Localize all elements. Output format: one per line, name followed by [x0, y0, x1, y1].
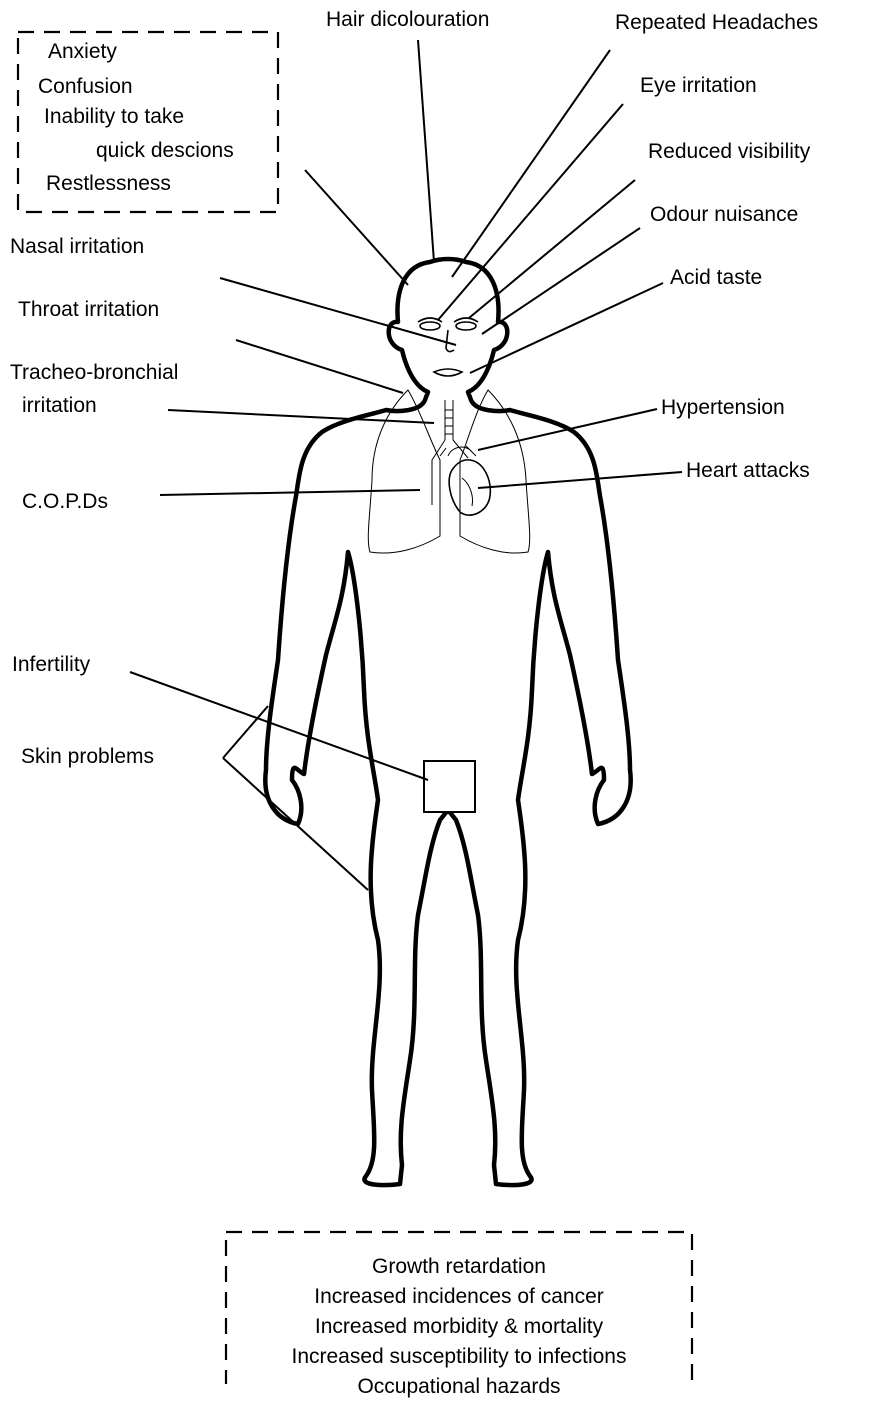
lungs-and-heart — [368, 390, 529, 553]
effect-infection-susceptibility: Increased susceptibility to infections — [226, 1342, 692, 1372]
label-eye-irritation: Eye irritation — [640, 74, 757, 98]
effect-confusion: Confusion — [38, 75, 133, 99]
leader-lines — [130, 40, 682, 890]
body-outline — [265, 259, 630, 1185]
effect-growth-retardation: Growth retardation — [226, 1252, 692, 1282]
effect-restlessness: Restlessness — [46, 172, 171, 196]
label-copd: C.O.P.Ds — [22, 490, 108, 514]
label-reduced-visibility: Reduced visibility — [648, 140, 810, 164]
effect-morbidity-mortality: Increased morbidity & mortality — [226, 1312, 692, 1342]
reproductive-area-box — [424, 761, 475, 812]
face-details — [418, 318, 478, 376]
label-nasal-irritation: Nasal irritation — [10, 235, 144, 259]
label-infertility: Infertility — [12, 653, 90, 677]
label-skin-problems: Skin problems — [21, 745, 154, 769]
effect-cancer: Increased incidences of cancer — [226, 1282, 692, 1312]
effect-occupational-hazards: Occupational hazards — [226, 1372, 692, 1402]
label-acid-taste: Acid taste — [670, 266, 762, 290]
label-hypertension: Hypertension — [661, 396, 785, 420]
label-tracheo-irritation: irritation — [22, 394, 97, 418]
effect-quick-decisions: quick descions — [96, 139, 234, 163]
label-throat-irritation: Throat irritation — [18, 298, 159, 322]
label-heart-attacks: Heart attacks — [686, 459, 810, 483]
label-repeated-headaches: Repeated Headaches — [615, 11, 818, 35]
label-odour-nuisance: Odour nuisance — [650, 203, 798, 227]
label-tracheo-bronchial: Tracheo-bronchial — [10, 361, 178, 385]
effect-inability: Inability to take — [44, 105, 184, 129]
label-hair-discolouration: Hair dicolouration — [326, 8, 489, 32]
effect-anxiety: Anxiety — [48, 40, 117, 64]
